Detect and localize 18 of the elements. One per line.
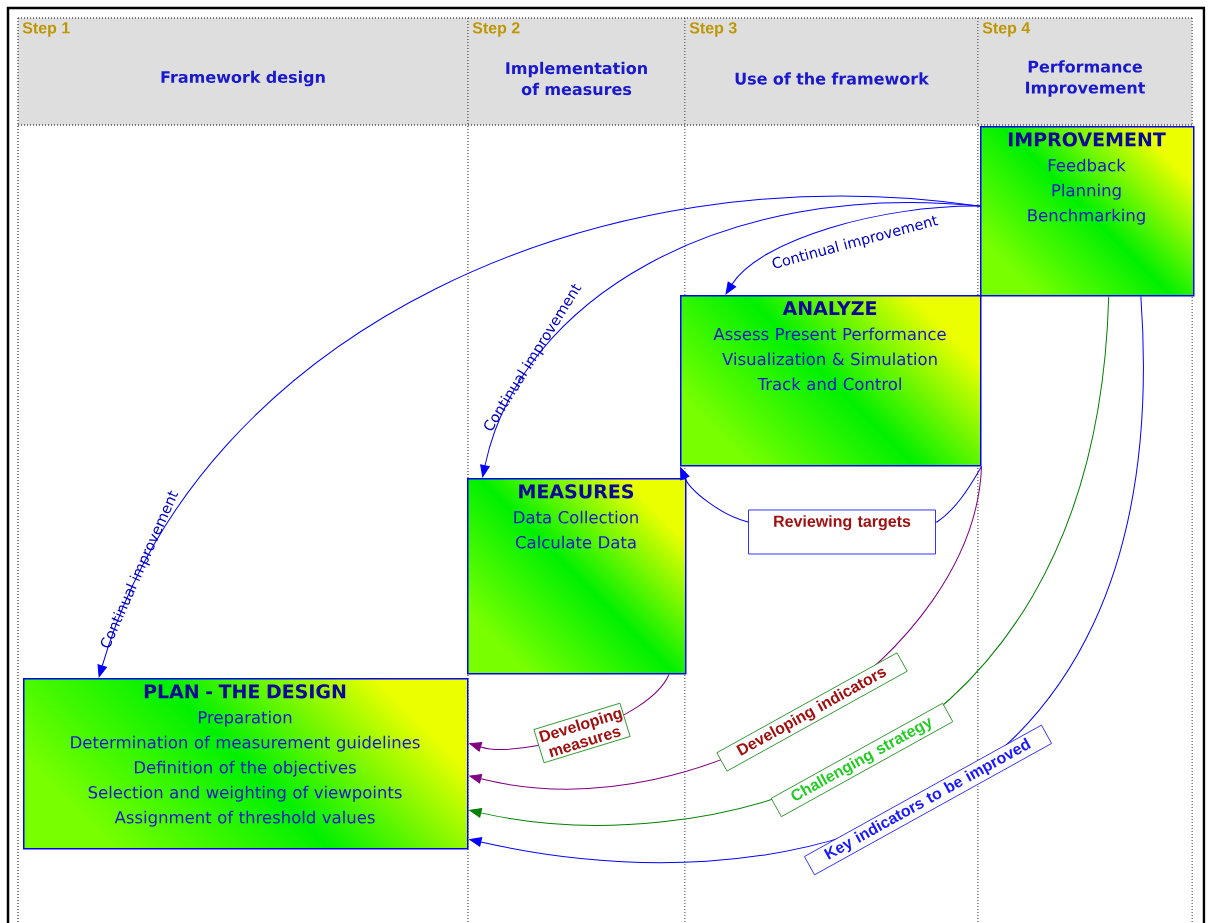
process-box: IMPROVEMENT Feedback Planning Benchmarking [980, 126, 1195, 297]
column-header: Step 4 Performance Improvement [978, 18, 1193, 126]
process-box: ANALYZE Assess Present Performance Visualization & Simulation Track and Control [680, 295, 982, 467]
edge-label: Reviewing targets [748, 509, 936, 555]
node-label: Step 1 [22, 22, 70, 37]
process-box: MEASURES Data Collection Calculate Data [467, 478, 687, 675]
curved-arrow [97, 196, 981, 678]
node-label: Implementation of measures [506, 61, 647, 96]
process-box: PLAN - THE DESIGN Preparation Determination of measurement guidelines Definition of the objectives Selection and weighting of viewpoints Assignment of threshold values [23, 678, 469, 850]
node-label: Framework design [161, 70, 325, 87]
node-label: Step 3 [689, 22, 737, 37]
node-label: Step 4 [982, 22, 1031, 37]
column-header: Step 3 Use of the framework [685, 18, 979, 126]
node-label: Performance Improvement [1026, 60, 1146, 97]
node-label: Use of the framework [735, 72, 930, 85]
column-header: Step 2 Implementation of measures [468, 18, 686, 126]
node-label: Step 2 [472, 22, 520, 37]
curved-arrow [480, 202, 981, 478]
